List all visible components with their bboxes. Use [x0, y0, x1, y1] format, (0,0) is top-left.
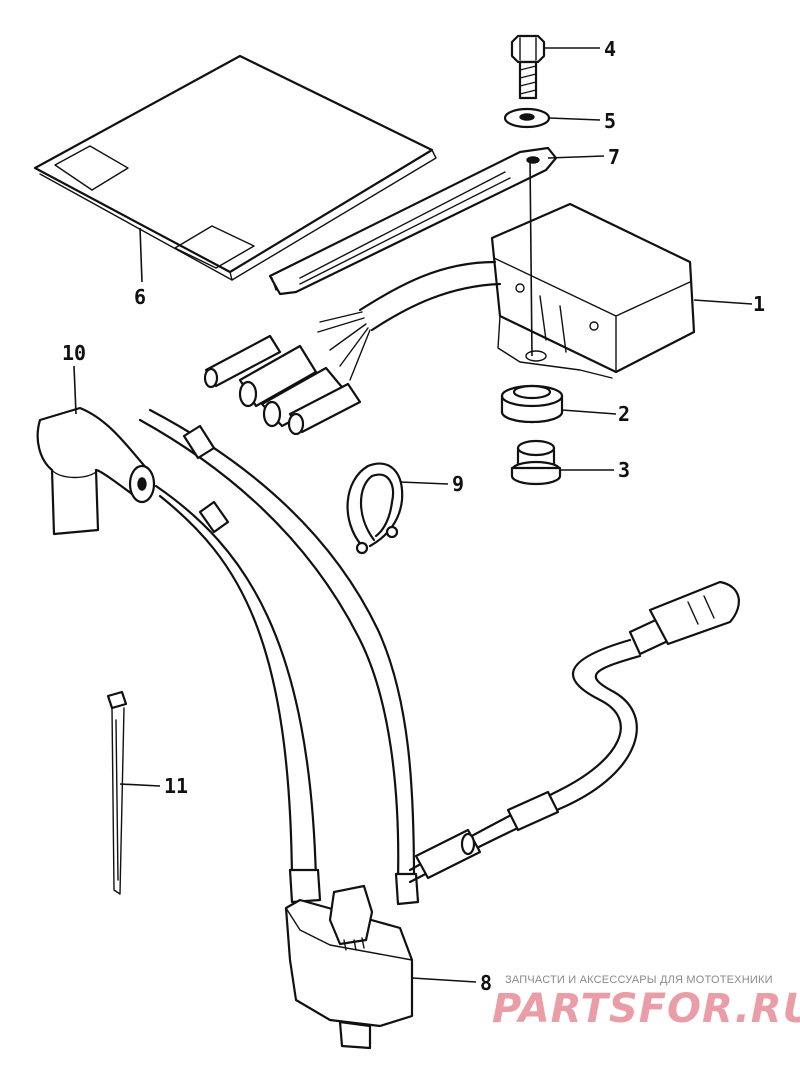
watermark-tagline: ЗАПЧАСТИ И АКСЕССУАРЫ ДЛЯ МОТОТЕХНИКИ	[505, 974, 773, 986]
callout-6: 6	[134, 285, 146, 309]
part-6-insulator-sheet	[33, 54, 437, 281]
callout-7: 7	[608, 145, 620, 169]
part-4-bolt	[510, 34, 546, 100]
callout-10: 10	[62, 341, 86, 365]
part-11-cable-tie	[106, 690, 128, 895]
callout-5: 5	[604, 109, 616, 133]
callout-9: 9	[452, 472, 464, 496]
callout-1: 1	[753, 292, 765, 316]
watermark-brand: PARTSFOR.RU	[492, 986, 800, 1032]
part-1-cdi-unit	[203, 202, 696, 436]
part-2-grommet	[500, 384, 564, 424]
callout-8: 8	[480, 971, 492, 995]
part-3-collar	[510, 439, 562, 486]
callout-4: 4	[604, 37, 616, 61]
part-8-ignition-coil	[138, 408, 740, 1050]
part-9-clamp	[346, 462, 404, 555]
part-10-plug-cap	[36, 406, 156, 536]
callout-11: 11	[164, 774, 188, 798]
part-5-washer	[503, 107, 551, 129]
leader-lines	[73, 47, 753, 983]
callout-2: 2	[618, 402, 630, 426]
callout-3: 3	[618, 458, 630, 482]
